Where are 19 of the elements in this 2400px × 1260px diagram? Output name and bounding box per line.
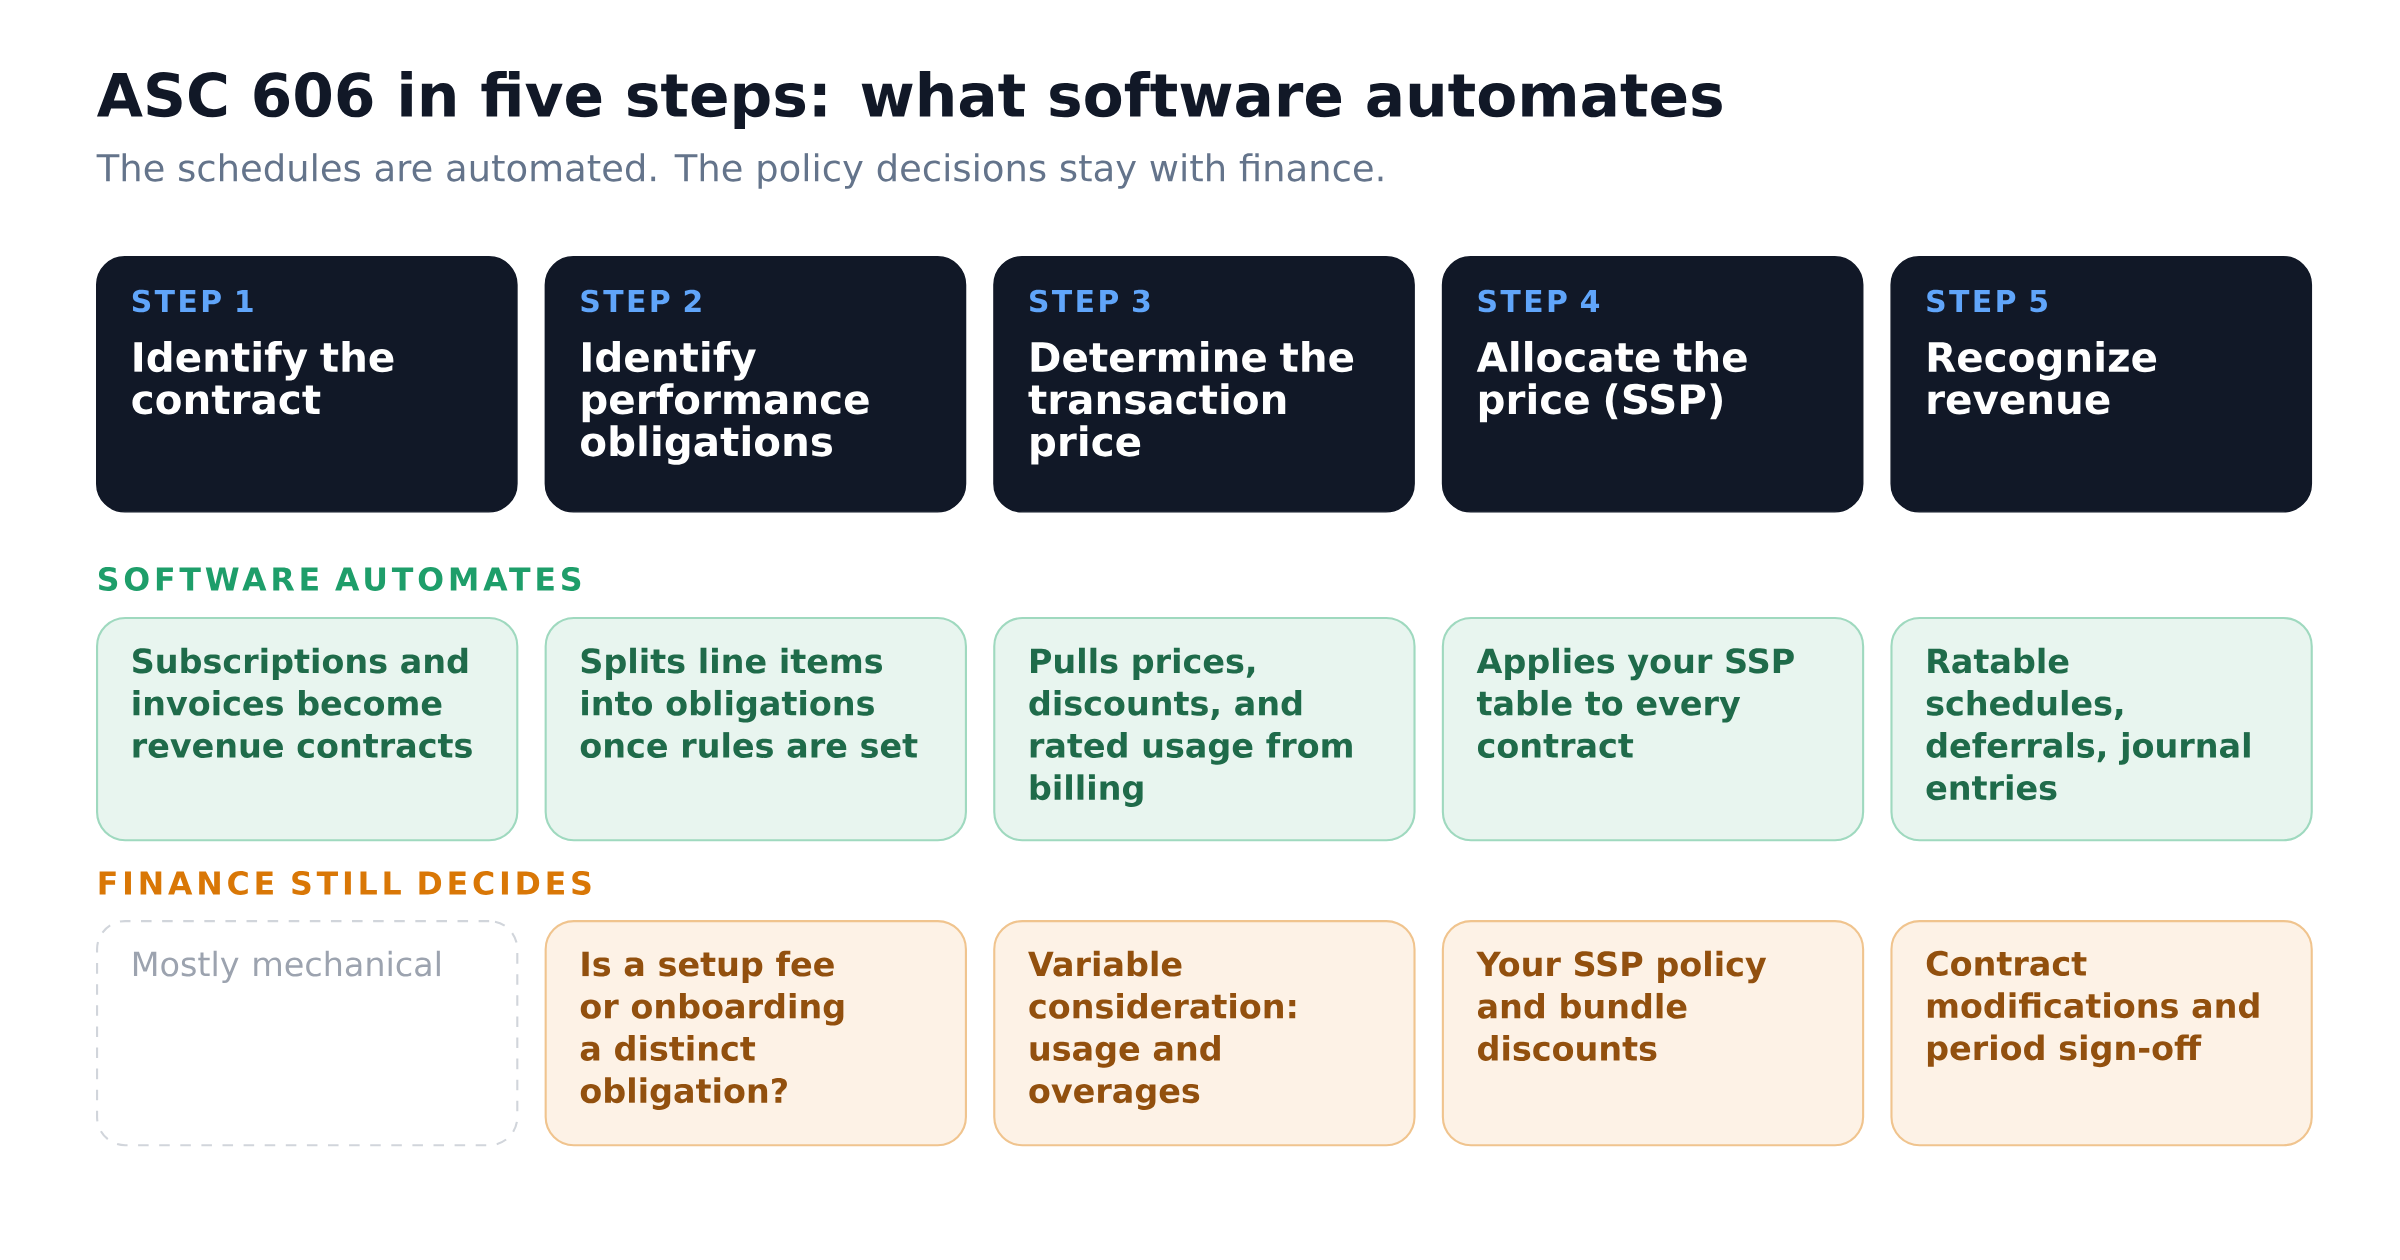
decision-card: Your SSP policy and bundle discounts bbox=[1441, 920, 1865, 1147]
section-label: SOFTWARE AUTOMATES bbox=[98, 567, 581, 591]
step-card: STEP 4 Allocate the price (SSP) bbox=[1441, 256, 1864, 513]
subtitle: The schedules are automated. The policy decisions stay with finance. bbox=[96, 153, 1383, 189]
automation-card: Subscriptions and invoices become revenue contracts bbox=[96, 617, 519, 842]
step-card: STEP 1 Identify the contract bbox=[96, 256, 518, 513]
automation-card: Pulls prices, discounts, and rated usage from billing bbox=[993, 617, 1416, 842]
step-card: STEP 3 Determine the transaction price bbox=[993, 256, 1415, 513]
decision-card: Contract modifications and period sign-off bbox=[1890, 920, 2313, 1147]
section-label: FINANCE STILL DECIDES bbox=[99, 871, 591, 895]
step-card: STEP 5 Recognize revenue bbox=[1890, 256, 2313, 513]
automation-card: Splits line items into obligations once rules are set bbox=[544, 617, 967, 842]
decision-card: Is a setup fee or onboarding a distinct obligation? bbox=[544, 920, 967, 1147]
step-card: STEP 2 Identify performance obligations bbox=[544, 256, 967, 513]
automation-card: Applies your SSP table to every contract bbox=[1441, 617, 1865, 842]
title: ASC 606 in five steps: what software automates bbox=[97, 71, 1722, 129]
automation-card: Ratable schedules, deferrals, journal entries bbox=[1890, 617, 2313, 842]
decision-card: Variable consideration: usage and overages bbox=[993, 920, 1416, 1147]
placeholder-card: Mostly mechanical bbox=[96, 920, 519, 1147]
